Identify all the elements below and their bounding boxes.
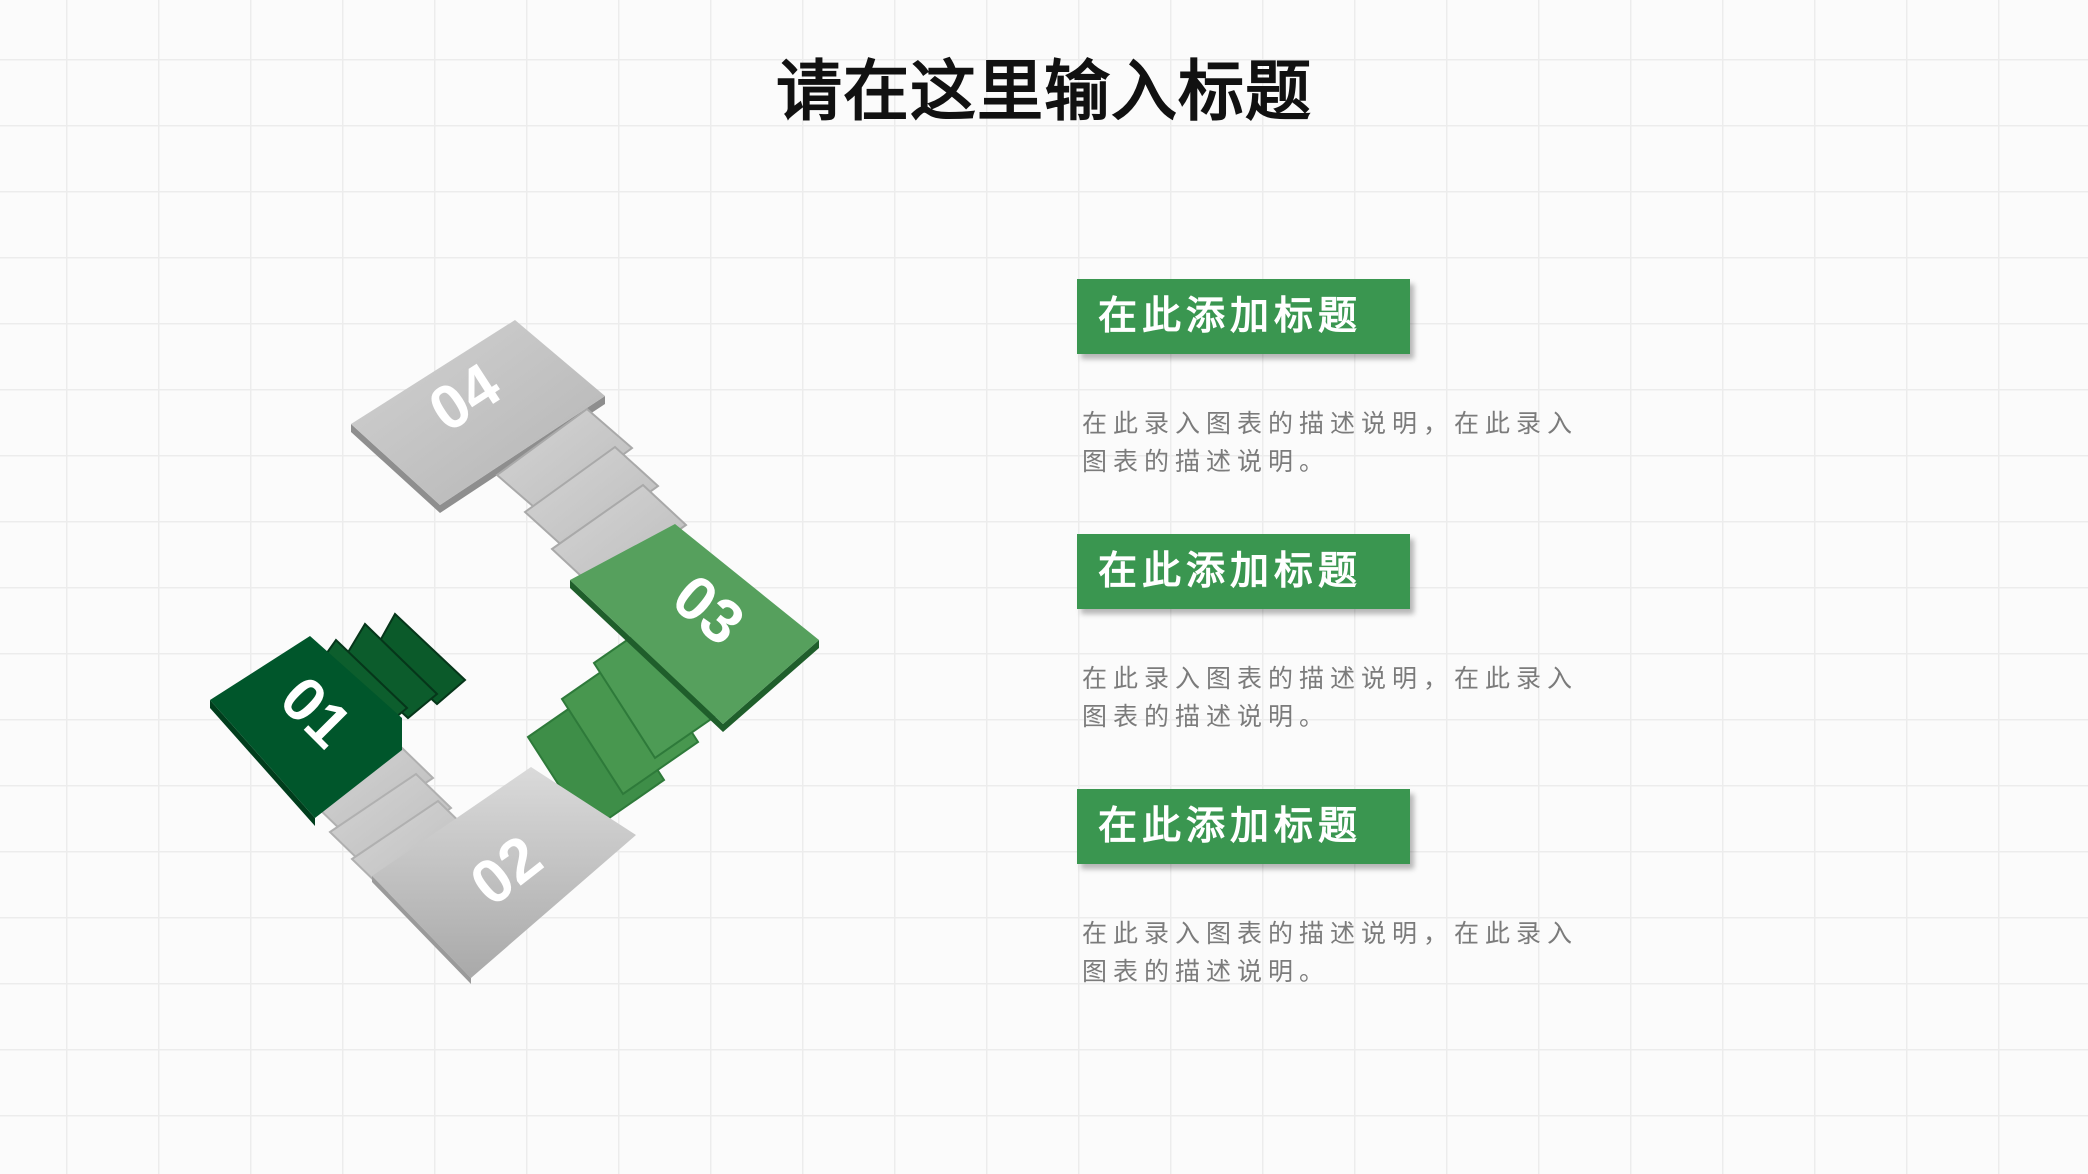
step-04-group: 04 — [351, 320, 688, 591]
step-04-stair-1 — [495, 407, 634, 516]
content-block-3: 在此添加标题 在此录入图表的描述说明，在此录入图表的描述说明。 — [1077, 789, 1602, 991]
content-block-2: 在此添加标题 在此录入图表的描述说明，在此录入图表的描述说明。 — [1077, 534, 1602, 736]
content-block-1: 在此添加标题 在此录入图表的描述说明，在此录入图表的描述说明。 — [1077, 279, 1602, 481]
step-02-side — [372, 876, 471, 984]
block-description: 在此录入图表的描述说明，在此录入图表的描述说明。 — [1082, 919, 1579, 986]
step-01-group: 01 — [210, 612, 467, 826]
step-04-side — [351, 396, 605, 513]
block-title: 在此添加标题 — [1077, 534, 1410, 609]
block-title: 在此添加标题 — [1077, 789, 1410, 864]
block-description: 在此录入图表的描述说明，在此录入图表的描述说明。 — [1082, 409, 1579, 476]
step-04-stair-2 — [523, 445, 660, 553]
step-01-side — [210, 700, 315, 826]
step-03-group: 03 — [526, 524, 819, 834]
block-title: 在此添加标题 — [1077, 279, 1410, 354]
step-03-side — [570, 580, 819, 732]
block-description: 在此录入图表的描述说明，在此录入图表的描述说明。 — [1082, 664, 1579, 731]
page-title: 请在这里输入标题 — [776, 53, 1312, 130]
step-02-panel — [372, 767, 636, 978]
step-01-panel — [210, 636, 402, 818]
step-03-panel — [570, 524, 819, 724]
step-02-stair-2 — [328, 772, 453, 868]
step-04-panel — [351, 320, 605, 505]
step-02-group: 02 — [310, 742, 636, 984]
